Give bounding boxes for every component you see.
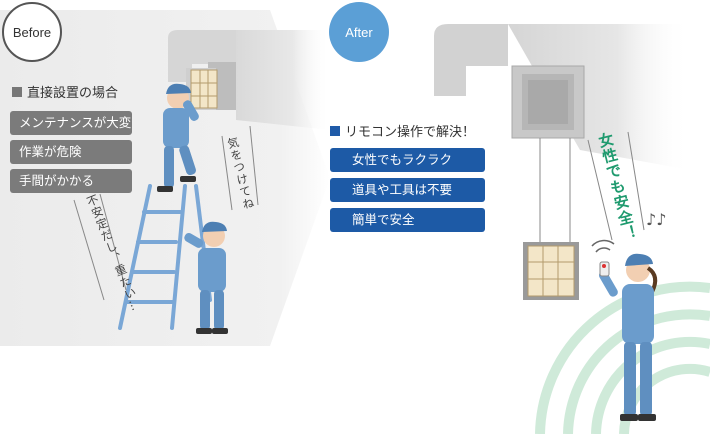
after-duct (434, 24, 690, 170)
worker-on-ground (184, 221, 228, 334)
before-heading-text: 直接設置の場合 (27, 86, 119, 101)
before-tag-danger: 作業が危険 (10, 140, 132, 164)
after-heading-text: リモコン操作で解決！ (345, 125, 476, 140)
after-badge: After (329, 2, 389, 62)
after-tag-easy: 女性でもラクラク (330, 148, 485, 172)
before-badge: Before (2, 2, 62, 62)
lowered-filter (523, 242, 579, 300)
square-bullet-icon (12, 86, 22, 97)
wires (539, 138, 571, 244)
woman-worker (598, 253, 658, 421)
worker-on-ladder (157, 83, 199, 192)
after-tag-safe: 簡単で安全 (330, 208, 485, 232)
after-tag-no-tools: 道具や工具は不要 (330, 178, 485, 202)
speech-lines (73, 125, 645, 301)
square-bullet-icon (330, 125, 340, 136)
music-notes-icon: ♪♪ (646, 210, 667, 229)
before-filter (190, 69, 218, 109)
before-tag-maintenance: メンテナンスが大変 (10, 111, 132, 135)
before-tag-effort: 手間がかかる (10, 169, 132, 193)
before-heading: 直接設置の場合 (12, 82, 118, 101)
after-heading: リモコン操作で解決！ (330, 121, 475, 140)
remote-signal (591, 239, 615, 253)
